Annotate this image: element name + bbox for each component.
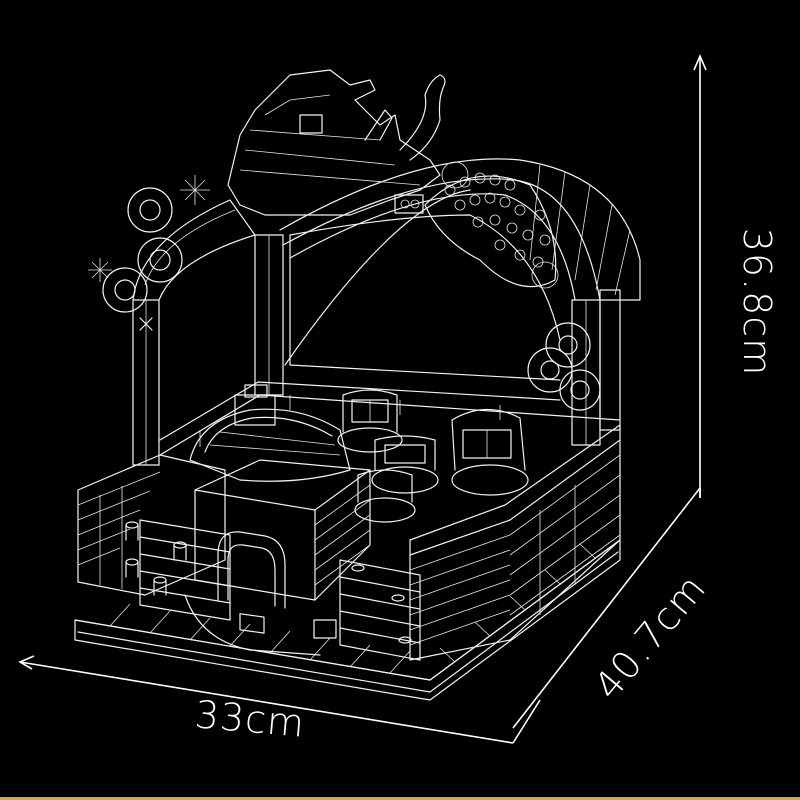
inner-arch-opening bbox=[289, 214, 561, 381]
arrow-up-icon bbox=[693, 53, 707, 71]
bumper-car-2 bbox=[371, 435, 439, 494]
gear-ornament-right-low bbox=[559, 369, 601, 411]
right-post bbox=[571, 289, 621, 446]
central-booth bbox=[184, 459, 371, 656]
left-arch bbox=[88, 175, 256, 313]
bumper-car-3 bbox=[451, 408, 529, 496]
left-back-post bbox=[254, 234, 284, 396]
base-plate bbox=[74, 539, 621, 701]
front-stairs-left bbox=[125, 519, 231, 621]
arrow-left-icon bbox=[18, 655, 35, 670]
gear-ornament-top bbox=[127, 187, 173, 233]
snowflake-ornament bbox=[88, 175, 210, 282]
right-curved-roof bbox=[279, 158, 641, 411]
depth-dimension-line bbox=[512, 487, 701, 729]
right-wall bbox=[409, 424, 621, 661]
height-dimension-line bbox=[693, 53, 707, 498]
gear-ornament-right-top bbox=[545, 322, 591, 368]
front-stairs-right bbox=[313, 559, 421, 661]
gear-ornament-mid bbox=[137, 237, 183, 283]
gear-ornament-low bbox=[102, 267, 148, 313]
bumper-car-4 bbox=[354, 469, 416, 523]
bottom-accent-strip bbox=[0, 797, 800, 800]
left-front-post bbox=[132, 299, 160, 466]
front-left-wall bbox=[77, 454, 226, 596]
bumper-car-1 bbox=[337, 389, 403, 453]
height-dimension-label: 36.8cm bbox=[735, 227, 779, 377]
dragon-figure bbox=[227, 69, 446, 216]
width-dimension-line bbox=[18, 655, 541, 744]
gear-ornament-right-mid bbox=[527, 347, 573, 393]
